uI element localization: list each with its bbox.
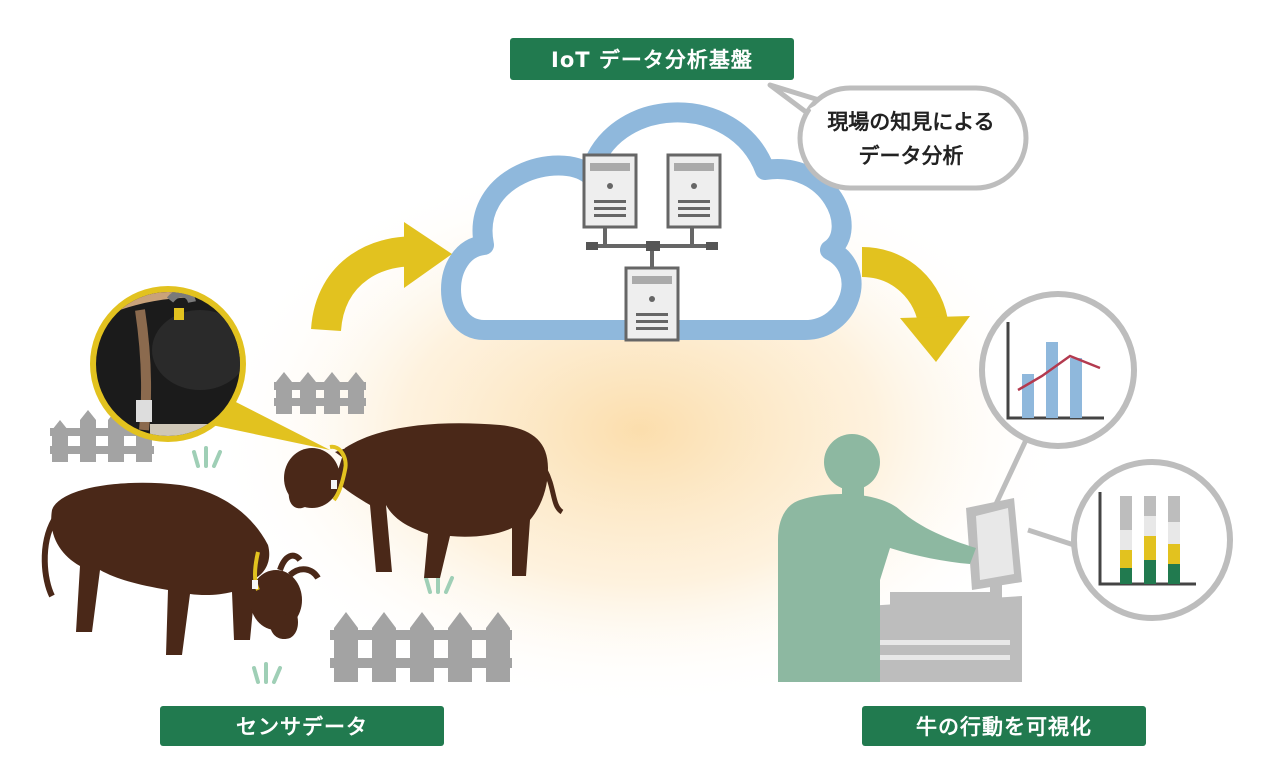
person-icon xyxy=(778,434,976,682)
server-icon xyxy=(624,266,680,342)
grass-icon xyxy=(192,446,454,684)
stacked-bar-chart-icon xyxy=(1071,459,1233,621)
fence-icon xyxy=(330,612,512,682)
connector-line xyxy=(1027,527,1075,548)
speech-bubble-text: 現場の知見による データ分析 xyxy=(800,98,1022,180)
visualization-label: 牛の行動を可視化 xyxy=(862,706,1146,746)
speech-bubble xyxy=(767,82,1029,191)
cow-icon xyxy=(41,482,321,655)
arrow-to-cloud xyxy=(311,222,452,332)
sensor-photo xyxy=(90,286,330,450)
arrow-to-dashboard xyxy=(861,247,970,362)
platform-label: IoT データ分析基盤 xyxy=(510,38,794,80)
cloud-icon xyxy=(441,102,862,340)
connector-line xyxy=(993,438,1029,506)
fence-icon xyxy=(274,372,366,414)
bar-chart-icon xyxy=(979,291,1137,449)
terminal xyxy=(866,498,1022,682)
speech-bubble-line1: 現場の知見による xyxy=(827,110,995,134)
server-icon xyxy=(582,153,638,229)
cow-icon xyxy=(284,423,564,578)
speech-bubble-line2: データ分析 xyxy=(858,144,964,168)
sensor-data-label: センサデータ xyxy=(160,706,444,746)
server-icon xyxy=(666,153,722,229)
